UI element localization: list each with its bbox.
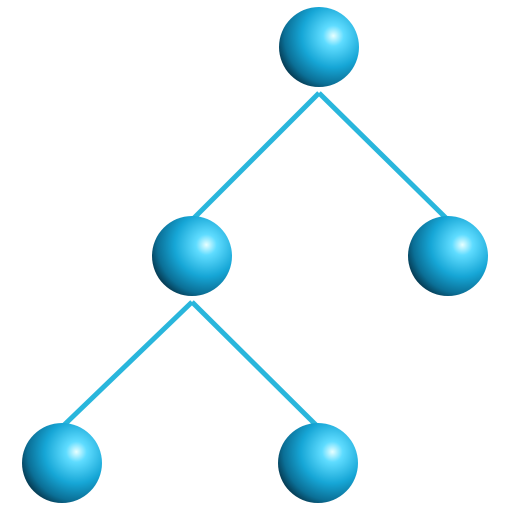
node-root [279,7,359,87]
node-left-right [278,423,358,503]
node-left-left [22,423,102,503]
edge-root-to-right [317,91,450,222]
edge-left-to-left-left [60,300,194,429]
node-left [152,216,232,296]
nodes-layer [22,7,488,503]
edge-root-to-left [190,91,321,222]
node-right [408,216,488,296]
edge-left-to-left-right [190,300,320,429]
edges-layer [60,91,450,429]
